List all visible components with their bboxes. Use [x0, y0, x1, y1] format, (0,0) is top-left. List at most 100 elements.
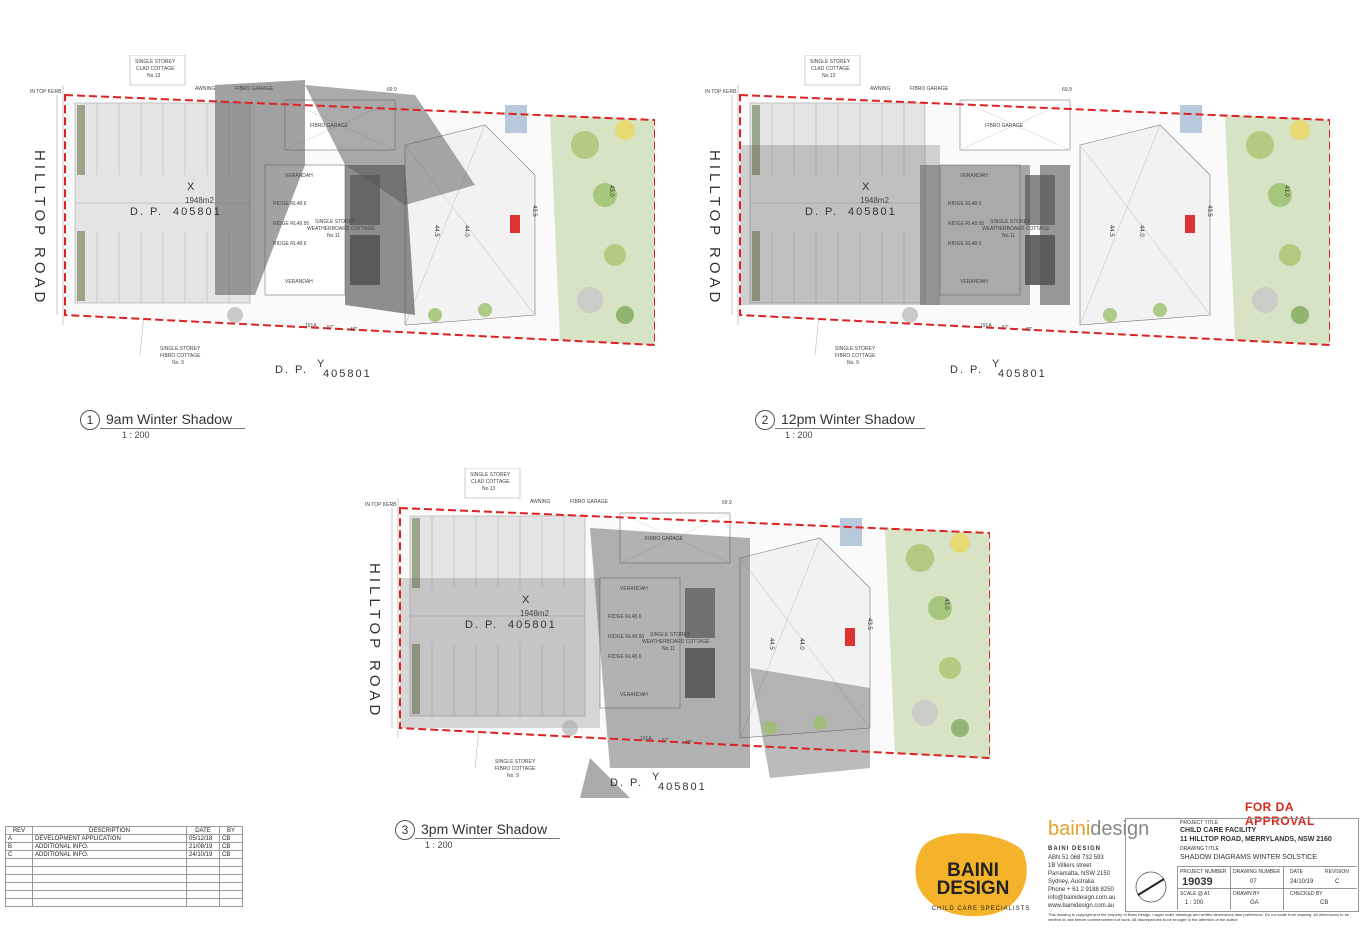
revision-cell — [186, 858, 220, 867]
lot-y: Y — [992, 358, 1001, 370]
revision-cell — [5, 874, 33, 883]
verandah-bottom-label: VERANDAH — [960, 279, 988, 285]
shadow-shape — [920, 165, 1030, 305]
revision-cell — [5, 890, 33, 899]
dim-label-40: 40" — [1025, 327, 1033, 333]
revision-row — [5, 874, 243, 883]
trees — [562, 533, 970, 737]
dp-number: 405801 — [508, 619, 557, 631]
rev-header: REV — [5, 826, 33, 835]
neighbour-south-label-2: FIBRO COTTAGE — [495, 766, 536, 772]
revision-cell — [219, 898, 243, 907]
lot-y: Y — [317, 358, 326, 370]
revision-cell — [5, 882, 33, 891]
shadow-shape — [400, 578, 600, 728]
revision-cell — [32, 874, 187, 883]
revision-cell: A — [5, 834, 33, 843]
view-number-3: 3 — [395, 820, 415, 840]
view-scale-2: 1 : 200 — [785, 430, 813, 440]
plan-3pm: HILLTOP ROAD — [350, 467, 991, 803]
drawn-by-value: GA — [1250, 900, 1259, 906]
dim-label-57: 57' — [1002, 325, 1009, 331]
level-label-445: 44.5 — [433, 225, 439, 237]
shadow-shape — [590, 528, 750, 768]
dp-label: D. P. — [805, 206, 838, 218]
revision-cell: 05/12/18 — [186, 834, 220, 843]
shadow-shape — [305, 85, 475, 205]
revision-cell — [32, 882, 187, 891]
ridge-label-2: RIDGE RL49.95 — [608, 634, 644, 640]
dim-label-699: 69.9 — [1062, 87, 1072, 93]
road-label: HILLTOP ROAD — [31, 150, 48, 306]
ridge-label-3: RIDGE RL48.6 — [273, 241, 307, 247]
dp-number-2: 405801 — [658, 781, 707, 793]
brand-wordmark: bainidesign — [1048, 818, 1149, 841]
level-label-430: 43.0 — [943, 598, 949, 610]
shadow-shape — [215, 80, 305, 295]
drawing-number-label: DRAWING NUMBER — [1233, 869, 1281, 875]
site-boundary — [64, 93, 656, 347]
dp-label-2: D. P. — [950, 364, 983, 376]
fibro-garage-label: FIBRO GARAGE — [570, 499, 609, 505]
revision-cell: DEVELOPMENT APPLICATION — [32, 834, 187, 843]
lot-x: X — [187, 181, 196, 193]
dim-label-191: 191A — [980, 323, 992, 329]
neighbour-north-label-3: No.13 — [822, 73, 836, 79]
level-label-435: 43.5 — [866, 618, 872, 630]
ridge-label-2: RIDGE RL49.95 — [948, 221, 984, 227]
awning-label: AWNING — [870, 86, 890, 92]
by-header: BY — [219, 826, 243, 835]
company-address-2: Parramatta, NSW 2150 — [1048, 871, 1111, 877]
level-label-440: 44.0 — [463, 225, 469, 237]
revision-cell — [32, 890, 187, 899]
revision-cell — [219, 874, 243, 883]
revision-cell — [5, 898, 33, 907]
revision-cell — [32, 858, 187, 867]
drawing-number: 07 — [1250, 879, 1257, 885]
brand-part-a: baini — [1048, 818, 1091, 840]
awning-label: AWNING — [195, 86, 215, 92]
dim-label-57: 57' — [662, 738, 669, 744]
revision-cell: CB — [219, 834, 243, 843]
revision-cell — [186, 882, 220, 891]
revision-cell: B — [5, 842, 33, 851]
level-label-435: 43.5 — [1206, 205, 1212, 217]
revision-row — [5, 866, 243, 875]
lot-area: 1948m2 — [520, 609, 549, 618]
plan-12pm: HILLTOP ROAD — [690, 54, 1331, 390]
project-title-line1: CHILD CARE FACILITY — [1180, 827, 1257, 834]
revision-cell — [219, 866, 243, 875]
project-number-label: PROJECT NUMBER — [1180, 869, 1227, 875]
company-name: BAINI DESIGN — [1048, 846, 1102, 852]
scale-value: 1 : 200 — [1185, 900, 1204, 906]
drawing-title-label: DRAWING TITLE — [1180, 846, 1219, 852]
neighbour-north-label-3: No.13 — [482, 486, 496, 492]
plan-9am: HILLTOP ROAD — [15, 54, 656, 390]
revision-row — [5, 858, 243, 867]
logo-line1: BAINI — [947, 860, 999, 881]
neighbour-north-label-2: CLAD COTTAGE — [811, 66, 850, 72]
dim-label-40: 40" — [685, 740, 693, 746]
road-label: HILLTOP ROAD — [366, 563, 383, 719]
brand-part-b: design — [1090, 818, 1150, 840]
neighbour-south-label: SINGLE STOREY — [835, 346, 876, 352]
project-number: 19039 — [1182, 876, 1213, 888]
shadow-shape — [1040, 165, 1070, 305]
revision-row — [5, 898, 243, 907]
revision-cell — [32, 866, 187, 875]
dp-number: 405801 — [173, 206, 222, 218]
level-label-445: 44.5 — [768, 638, 774, 650]
shadow-shape — [345, 165, 415, 315]
company-abn: ABN 51 068 732 593 — [1048, 855, 1104, 861]
level-label-435: 43.5 — [531, 205, 537, 217]
ridge-label-2: RIDGE RL49.95 — [273, 221, 309, 227]
revision-cell: CB — [219, 850, 243, 859]
neighbour-north-label: SINGLE STOREY — [135, 59, 176, 65]
north-arrow-icon — [1135, 871, 1167, 903]
revision-cell — [219, 882, 243, 891]
logo-tagline: CHILD CARE SPECIALISTS — [932, 906, 1031, 912]
view-scale-3: 1 : 200 — [425, 840, 453, 850]
revision-row — [5, 890, 243, 899]
